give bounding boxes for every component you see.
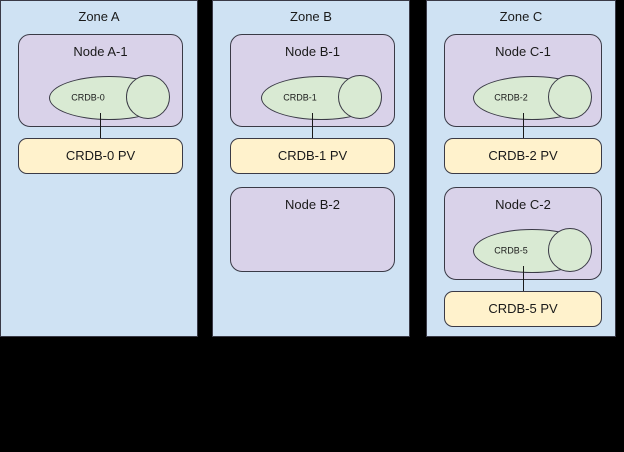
- cylinder-end-cap: [548, 228, 592, 272]
- node-b-2-title: Node B-2: [285, 197, 340, 212]
- connector-node-b-1-to-crdb-1-pv: [312, 113, 313, 139]
- volume-crdb-2-pv[interactable]: CRDB-2 PV: [444, 138, 602, 174]
- cylinder-end-cap: [338, 75, 382, 119]
- volume-crdb-5-pv[interactable]: CRDB-5 PV: [444, 291, 602, 327]
- database-label-crdb-2: CRDB-2: [494, 92, 528, 103]
- database-label-crdb-5: CRDB-5: [494, 245, 528, 256]
- cylinder-end-cap: [548, 75, 592, 119]
- node-b-1-title: Node B-1: [285, 44, 340, 59]
- database-cylinder-crdb-1[interactable]: CRDB-1: [261, 75, 382, 120]
- zone-c-container[interactable]: Zone C Node C-1 CRDB-2 CRDB-2 PV Node C-…: [426, 0, 616, 337]
- volume-label-crdb-0-pv: CRDB-0 PV: [65, 148, 136, 163]
- volume-label-crdb-2-pv: CRDB-2 PV: [488, 148, 558, 163]
- node-c-1-box[interactable]: Node C-1 CRDB-2: [444, 34, 602, 127]
- database-cylinder-crdb-2[interactable]: CRDB-2: [473, 75, 592, 120]
- database-cylinder-crdb-0[interactable]: CRDB-0: [49, 75, 170, 120]
- database-label-crdb-0: CRDB-0: [71, 92, 105, 103]
- node-a-1-box[interactable]: Node A-1 CRDB-0: [18, 34, 183, 127]
- node-b-1-box[interactable]: Node B-1 CRDB-1: [230, 34, 395, 127]
- zone-c-title: Zone C: [499, 9, 543, 24]
- volume-label-crdb-5-pv: CRDB-5 PV: [488, 301, 558, 316]
- database-cylinder-crdb-5[interactable]: CRDB-5: [473, 228, 592, 273]
- node-c-2-box[interactable]: Node C-2 CRDB-5: [444, 187, 602, 280]
- connector-node-c-1-to-crdb-2-pv: [523, 113, 524, 139]
- connector-node-a-1-to-crdb-0-pv: [100, 113, 101, 139]
- zone-b-title: Zone B: [290, 9, 332, 24]
- node-c-1-title: Node C-1: [495, 44, 551, 59]
- connector-node-c-2-to-crdb-5-pv: [523, 266, 524, 292]
- cylinder-end-cap: [126, 75, 170, 119]
- zone-a-title: Zone A: [78, 9, 120, 24]
- database-label-crdb-1: CRDB-1: [283, 92, 317, 103]
- volume-crdb-0-pv[interactable]: CRDB-0 PV: [18, 138, 183, 174]
- node-b-2-box[interactable]: Node B-2: [230, 187, 395, 272]
- node-c-2-title: Node C-2: [495, 197, 551, 212]
- zone-a-container[interactable]: Zone A Node A-1 CRDB-0 CRDB-0 PV: [0, 0, 198, 337]
- zone-b-container[interactable]: Zone B Node B-1 CRDB-1 CRDB-1 PV Node B-…: [212, 0, 410, 337]
- node-a-1-title: Node A-1: [73, 44, 128, 59]
- volume-label-crdb-1-pv: CRDB-1 PV: [277, 148, 348, 163]
- volume-crdb-1-pv[interactable]: CRDB-1 PV: [230, 138, 395, 174]
